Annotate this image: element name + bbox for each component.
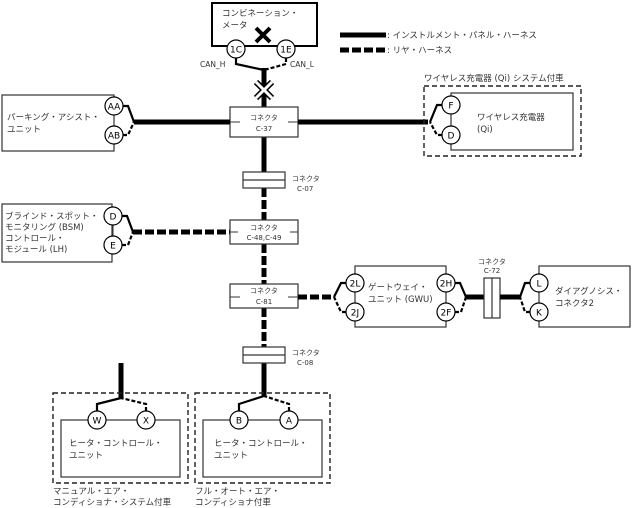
connector-c48-label: コネクタ <box>250 223 278 232</box>
bsm-control-module: ブラインド・スポット・ モニタリング (BSM) コントロール・ モジュール (… <box>1 203 230 263</box>
combination-meter-label-2: メータ <box>222 21 248 31</box>
connector-c81: コネクタ C-81 <box>229 283 333 309</box>
parking-assist-label-2: ユニット <box>7 125 41 135</box>
pin-e-bsm-label: E <box>110 242 116 252</box>
legend-solid-label: : インストルメント・パネル・ハーネス <box>387 31 537 41</box>
parking-assist-unit: パーキング・アシスト・ ユニット AA AB <box>1 94 230 152</box>
connector-c81-code: C-81 <box>256 298 272 306</box>
wireless-charger-group-box <box>423 85 582 157</box>
auto-ac-group-label-1: フル・オート・エア・ <box>195 487 280 497</box>
connector-c72-code: C-72 <box>484 267 500 275</box>
bsm-label-3: コントロール・ <box>5 234 65 244</box>
pin-a-label: A <box>286 417 293 427</box>
pin-2l-label: 2L <box>350 280 361 290</box>
pin-d-bsm-label: D <box>110 213 117 223</box>
diag-connector-label-1: ダイアグノシス・ <box>555 286 622 297</box>
can-l-label: CAN_L <box>290 60 315 69</box>
pin-b-label: B <box>236 417 242 427</box>
diagnosis-connector-2: ダイアグノシス・ コネクタ2 L K <box>518 265 631 328</box>
connector-c37: コネクタ C-37 <box>229 106 299 138</box>
pin-w-label: W <box>93 417 102 427</box>
pin-1e-label: 1E <box>280 46 292 56</box>
pin-1c-label: 1C <box>230 46 242 56</box>
connector-c08: コネクタ C-08 <box>242 346 320 367</box>
open-circuit-x-icon <box>253 79 275 101</box>
heater-control-unit-auto: ヒータ・コントロール・ ユニット B A フル・オート・エア・ コンディショナ付… <box>194 392 331 508</box>
heater-auto-label-1: ヒータ・コントロール・ <box>214 439 308 449</box>
connector-c48-c49: コネクタ C-48,C-49 <box>229 219 299 245</box>
combination-meter-label-1: コンビネーション・ <box>222 9 298 19</box>
combination-meter: コンビネーション・ メータ 1C 1E CAN_H CAN_L <box>200 2 318 101</box>
pin-2j-label: 2J <box>351 309 359 319</box>
wireless-charger-label-1: ワイヤレス充電器 <box>477 112 545 123</box>
manual-ac-group-box <box>52 392 189 484</box>
pin-k-label: K <box>536 309 543 319</box>
legend: : インストルメント・パネル・ハーネス : リヤ・ハーネス <box>340 31 537 56</box>
pin-aa-label: AA <box>108 103 121 113</box>
pin-f-label: F <box>448 102 453 112</box>
connector-c72: コネクタ C-72 <box>478 257 520 319</box>
auto-ac-group-box <box>194 392 331 484</box>
connector-c08-code: C-08 <box>297 359 313 367</box>
pin-ab-label: AB <box>108 132 120 142</box>
heater-manual-label-1: ヒータ・コントロール・ <box>69 439 163 449</box>
pin-2f-label: 2F <box>441 309 452 319</box>
gateway-label-1: ゲートウェイ・ <box>368 282 428 293</box>
pin-l-label: L <box>536 280 541 290</box>
pin-x <box>136 410 156 430</box>
heater-auto-label-2: ユニット <box>214 451 248 461</box>
connector-c48-code: C-48,C-49 <box>247 234 282 242</box>
bsm-label-1: ブラインド・スポット・ <box>5 211 99 222</box>
pin-2h-label: 2H <box>440 280 453 290</box>
connector-c37-label: コネクタ <box>250 113 278 122</box>
heater-control-unit-manual: ヒータ・コントロール・ ユニット W X マニュアル・エア・ コンディショナ・シ… <box>52 363 189 508</box>
parking-assist-label-1: パーキング・アシスト・ <box>7 112 100 123</box>
wireless-charger-group-label: ワイヤレス充電器 (Qi) システム付車 <box>424 73 564 84</box>
auto-ac-group-label-2: コンディショナ付車 <box>195 497 271 508</box>
connector-c72-label: コネクタ <box>478 257 506 266</box>
fault-x-icon <box>254 26 272 44</box>
pin-x-label: X <box>143 417 149 427</box>
gateway-unit: ゲートウェイ・ ユニット (GWU) 2L 2J 2H 2F <box>333 265 484 328</box>
wireless-charger-label-2: (Qi) <box>477 125 493 135</box>
connector-c07: コネクタ C-07 <box>242 171 320 193</box>
gateway-label-2: ユニット (GWU) <box>368 295 433 305</box>
can-h-label: CAN_H <box>200 60 225 69</box>
pin-w <box>87 410 107 430</box>
connector-c08-label: コネクタ <box>292 348 320 357</box>
connector-c37-code: C-37 <box>256 125 272 133</box>
connector-c07-label: コネクタ <box>292 174 320 183</box>
manual-ac-group-label-2: コンディショナ・システム付車 <box>53 497 172 508</box>
connector-c81-label: コネクタ <box>250 286 278 295</box>
heater-manual-label-2: ユニット <box>69 451 103 461</box>
pin-b <box>229 410 249 430</box>
pin-d-qi-label: D <box>448 132 455 142</box>
bsm-label-2: モニタリング (BSM) <box>5 222 84 233</box>
legend-dashed-label: : リヤ・ハーネス <box>387 46 452 56</box>
manual-ac-group-label-1: マニュアル・エア・ <box>53 487 129 497</box>
bsm-label-4: モジュール (LH) <box>5 245 67 255</box>
diag-connector-label-2: コネクタ2 <box>555 299 594 309</box>
pin-a <box>279 410 299 430</box>
connector-c07-code: C-07 <box>297 185 313 193</box>
wireless-charger: ワイヤレス充電器 (Qi) システム付車 ワイヤレス充電器 (Qi) F D <box>298 73 582 157</box>
